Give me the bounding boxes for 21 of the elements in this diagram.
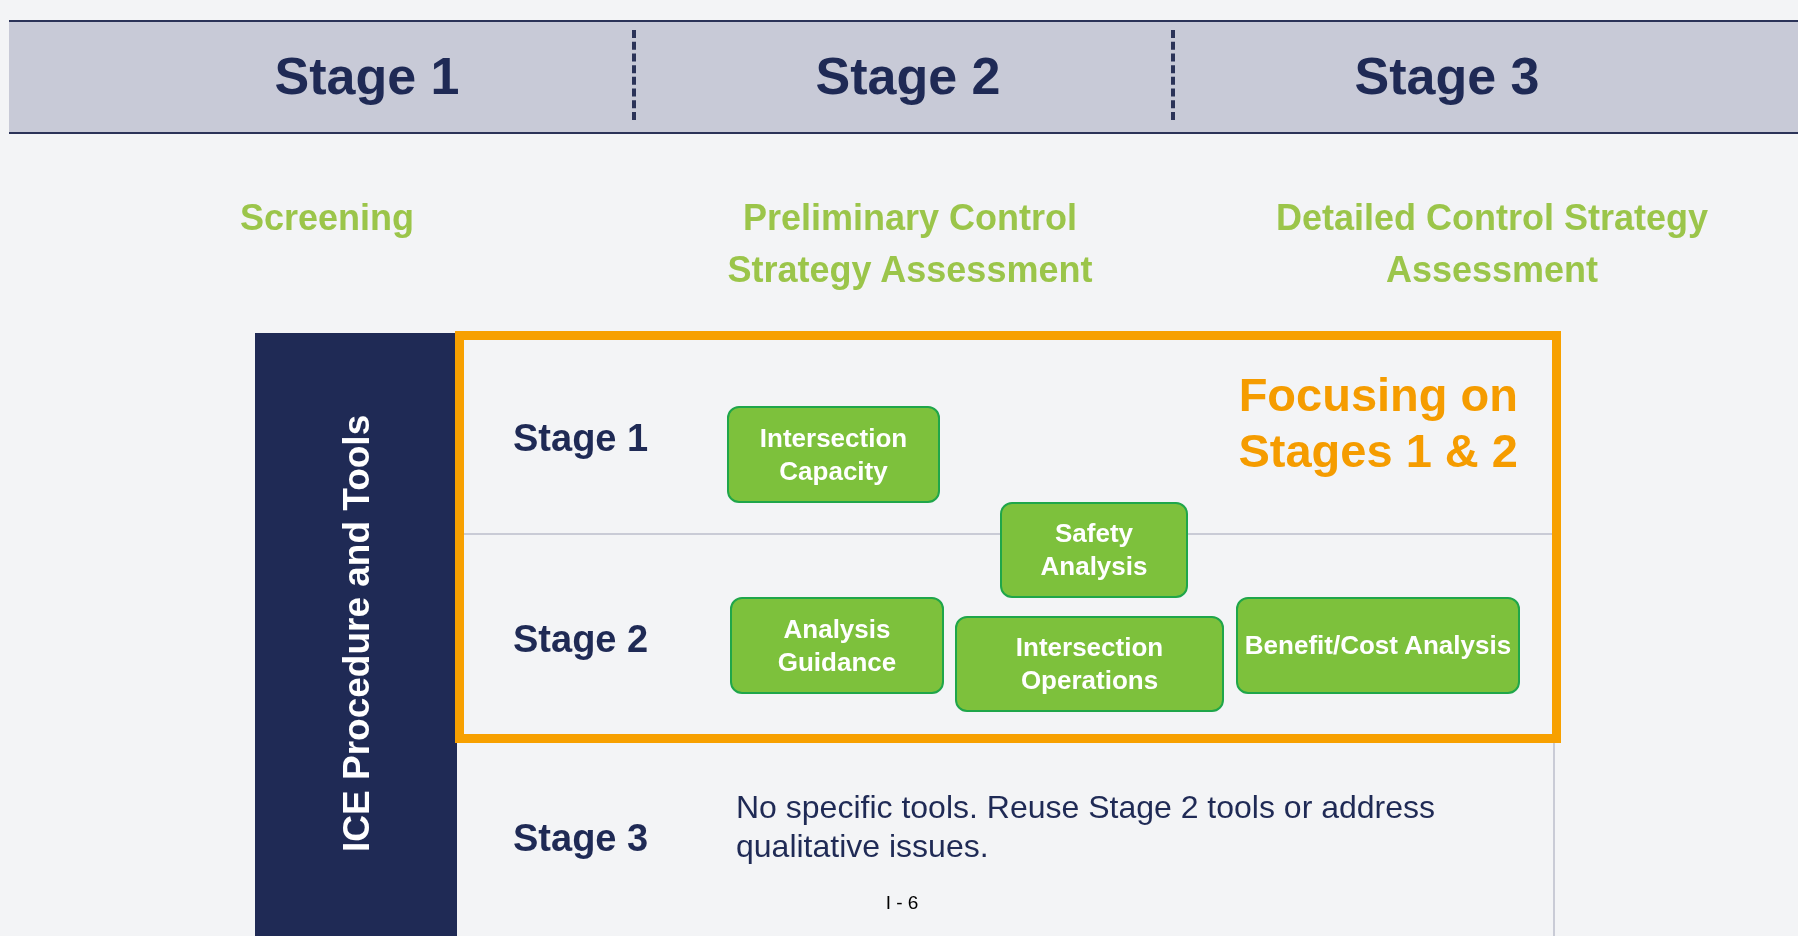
stage-heading: Stage 1: [273, 46, 461, 106]
stage-heading: Stage 2: [814, 46, 1002, 106]
stage-subtitle: Preliminary Control Strategy Assessment: [726, 196, 1094, 292]
focus-note: Focusing on Stages 1 & 2: [1237, 367, 1518, 479]
row-label: Stage 1: [513, 416, 649, 461]
tool-box: Intersection Operations: [955, 616, 1224, 712]
tool-box: Safety Analysis: [1000, 502, 1188, 598]
row-label: Stage 2: [513, 617, 649, 662]
tool-box: Analysis Guidance: [730, 597, 944, 694]
stage-subtitle: Detailed Control Strategy Assessment: [1274, 196, 1710, 292]
sidebar-title: ICE Procedure and Tools: [335, 413, 378, 853]
note-text: No specific tools. Reuse Stage 2 tools or address qualitative issues.: [736, 788, 1437, 866]
tool-box: Benefit/Cost Analysis: [1236, 597, 1520, 694]
tool-box: Intersection Capacity: [727, 406, 940, 503]
header-band: [9, 20, 1798, 134]
row-label: Stage 3: [513, 816, 649, 861]
page-number: I - 6: [884, 892, 920, 914]
stage-subtitle: Screening: [238, 196, 416, 240]
focus-frame: [455, 331, 1561, 743]
stage-heading: Stage 3: [1353, 46, 1541, 106]
sidebar-panel: [255, 333, 457, 936]
